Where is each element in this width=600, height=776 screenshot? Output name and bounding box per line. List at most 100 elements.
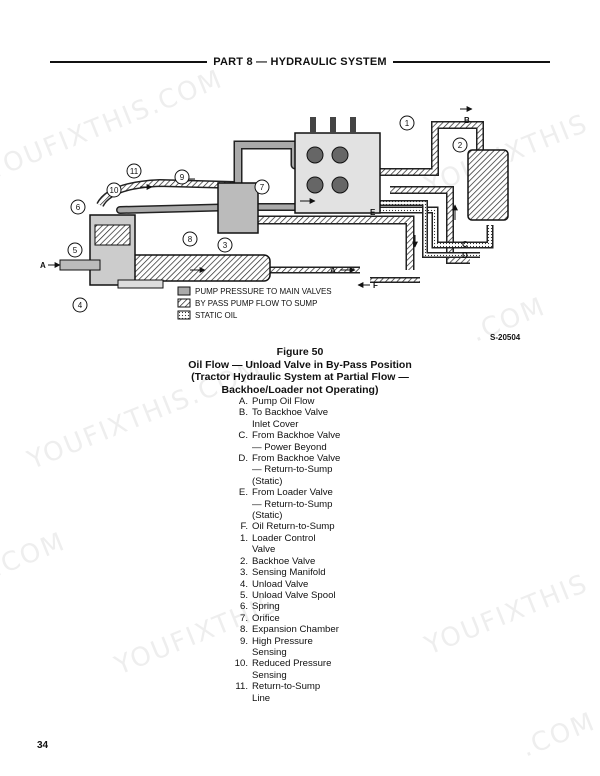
caption-line: Figure 50 [276, 346, 324, 358]
callout-label: 3 [223, 241, 228, 250]
caption-line: Backhoe/Loader not Operating) [221, 383, 379, 396]
caption-line: (Tractor Hydraulic System at Partial Flo… [191, 371, 409, 383]
flow-letter: A [330, 266, 336, 275]
legend-item: 6.Spring [228, 601, 388, 612]
legend-item-key: 2. [239, 555, 248, 567]
legend-item-text: Sensing Manifold [252, 567, 326, 579]
legend-item-key [228, 693, 252, 704]
legend-item: B.To Backhoe Valve [228, 407, 388, 418]
legend-item: 11. Return-to-Sump [228, 681, 388, 692]
legend-item-key: A. [238, 396, 248, 407]
bypass-lines [96, 121, 484, 283]
legend-item-text: — Power Beyond [252, 441, 327, 453]
legend-item: 7.Orifice [228, 613, 388, 624]
callout-label: 10 [110, 186, 119, 195]
callout-circle [126, 163, 142, 179]
valve-spool-cap [331, 146, 349, 164]
legend-item-key: 1. [239, 532, 248, 544]
legend-item-text: Expansion Chamber [252, 624, 339, 636]
legend-item: 10.Reduced Pressure [228, 658, 388, 669]
header-rule-right [392, 61, 551, 63]
legend-item-text: Reduced Pressure [252, 658, 332, 670]
legend-item-key [228, 647, 252, 658]
valve-spool-cap [306, 176, 324, 194]
flow-letter: C [462, 240, 468, 249]
valve-spool-cap [306, 146, 324, 164]
legend-item-text: From Loader Valve [252, 487, 333, 499]
callout-circle [106, 182, 122, 198]
legend-item: — Return-to-Sump [228, 499, 388, 510]
legend-item-key: 4. [239, 578, 248, 590]
legend-item: E. From Loader Valve [228, 487, 388, 498]
legend-item-key [228, 670, 252, 681]
page-title: PART 8 — HYDRAULIC SYSTEM [213, 56, 387, 68]
caption-line: Oil Flow — Unload Valve in By-Pass Posit… [188, 358, 412, 371]
legend-item: 5.Unload Valve Spool [228, 590, 388, 601]
flow-letter: F [373, 281, 378, 290]
legend-item-key [228, 419, 252, 430]
backhoe-valve [467, 149, 509, 221]
legend-item-text: Backhoe Valve [252, 555, 316, 567]
unload-valve-spool [94, 224, 131, 246]
legend-item-text: (Static) [252, 475, 283, 487]
legend-swatch-static [177, 310, 191, 320]
legend-item-key [228, 442, 252, 453]
legend-item-key [228, 544, 252, 555]
valve-spool-cap [331, 176, 349, 194]
legend-item-key [228, 499, 252, 510]
callout-circle [174, 169, 190, 185]
callout-circle [217, 237, 233, 253]
legend-item: — Power Beyond [228, 442, 388, 453]
legend-label: BY PASS PUMP FLOW TO SUMP [195, 299, 317, 308]
valve-lever [330, 117, 336, 133]
hydraulic-diagram: 1 2 3 4 5 6 7 8 9 10 11 A A B [40, 95, 560, 335]
callout-label: 8 [188, 235, 193, 244]
legend-item-key: 6. [239, 601, 248, 613]
callout-label: 2 [458, 141, 463, 150]
legend-item: Inlet Cover [228, 419, 388, 430]
legend-item-key: E. [238, 487, 248, 499]
legend-item-text: Oil Return-to-Sump [252, 521, 335, 533]
expansion-chamber [129, 254, 271, 282]
legend-item: C. From Backhoe Valve [228, 430, 388, 441]
legend-item-key: 8. [239, 624, 248, 636]
legend-item: (Static) [228, 476, 388, 487]
flow-letter: A [40, 261, 46, 270]
callout-circle [254, 179, 270, 195]
legend-item: A.Pump Oil Flow [228, 396, 388, 407]
legend-item: 4. Unload Valve [228, 579, 388, 590]
figure-code: S-20504 [490, 333, 521, 342]
legend-item-key: 9. [239, 635, 248, 647]
callout-circle [182, 231, 198, 247]
callout-circle [67, 242, 83, 258]
legend-item-text: From Backhoe Valve [252, 430, 341, 442]
callout-circle [452, 137, 468, 153]
legend-item-key: C. [238, 430, 248, 442]
legend-item: 3.Sensing Manifold [228, 567, 388, 578]
legend-item-key: 11. [235, 681, 248, 693]
legend-item-text: (Static) [252, 510, 283, 522]
valve-lever [310, 117, 316, 133]
legend-item-text: Line [252, 692, 271, 704]
legend-label: PUMP PRESSURE TO MAIN VALVES [195, 287, 332, 296]
callout-circle [72, 297, 88, 313]
callouts: 1 2 3 4 5 6 7 8 9 10 11 [67, 115, 468, 313]
legend-item-text: Return-to-Sump [252, 681, 321, 693]
legend-item-key [228, 510, 252, 521]
legend-item: 9.High Pressure [228, 636, 388, 647]
legend-item-key [228, 476, 252, 487]
figure-caption: Figure 50 Oil Flow — Unload Valve in By-… [120, 346, 480, 396]
legend-item-text: — Return-to-Sump [252, 464, 333, 476]
loader-control-valve [294, 132, 381, 214]
legend-item-text: To Backhoe Valve [252, 407, 329, 419]
return-fitting [117, 279, 164, 289]
page-header: PART 8 — HYDRAULIC SYSTEM [50, 55, 551, 69]
callout-label: 7 [260, 183, 265, 192]
callout-label: 1 [405, 119, 410, 128]
callout-label: 6 [76, 203, 81, 212]
legend-item-text: Sensing [252, 669, 287, 681]
legend-item-key [228, 464, 252, 475]
legend-item-text: Orifice [252, 612, 280, 624]
legend-item-text: Unload Valve [252, 578, 309, 590]
callout-circle [70, 199, 86, 215]
